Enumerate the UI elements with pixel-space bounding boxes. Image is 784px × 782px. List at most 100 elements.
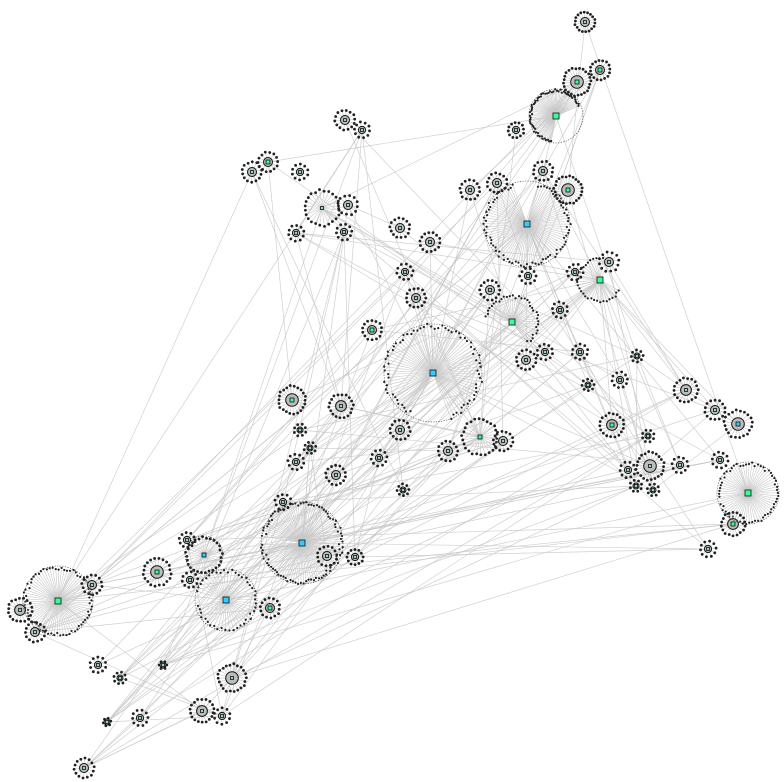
fan-edge [310, 193, 323, 209]
fan-edge [747, 492, 777, 500]
leaf-node [275, 156, 278, 159]
leaf-node [143, 577, 147, 580]
edge-line [347, 204, 401, 229]
hub-node [220, 714, 224, 718]
leaf-node [566, 274, 570, 278]
leaf-node [679, 471, 683, 475]
leaf-node [431, 231, 435, 235]
leaf-node [562, 78, 566, 82]
leaf-node [397, 485, 401, 488]
leaf-node [318, 547, 322, 551]
leaf-node [291, 167, 294, 171]
leaf-node [342, 416, 346, 420]
leaf-node [334, 463, 338, 467]
leaf-node [720, 481, 723, 484]
edge-line [162, 355, 638, 666]
leaf-node [721, 517, 725, 520]
hub-node [222, 596, 230, 604]
leaf-node [520, 366, 523, 370]
fan-edge [266, 533, 303, 544]
leaf-node [391, 348, 394, 352]
leaf-node [327, 515, 330, 518]
leaf-node [96, 655, 100, 659]
leaf-node [721, 414, 725, 418]
leaf-node [362, 136, 365, 140]
leaf-node [189, 711, 193, 715]
leaf-node [504, 430, 508, 434]
leaf-node [614, 268, 618, 272]
leaf-node [254, 598, 257, 601]
hub-node [105, 720, 109, 724]
leaf-node [332, 394, 336, 398]
fan-edge [526, 223, 536, 264]
leaf-node [169, 572, 173, 576]
fan-edge [413, 330, 434, 374]
leaf-node [735, 533, 739, 537]
leaf-node [567, 265, 571, 269]
fan-edge [499, 191, 528, 225]
leaf-node [487, 208, 491, 211]
leaf-node [265, 615, 268, 619]
fan-edge [43, 568, 59, 602]
leaf-node [672, 457, 676, 461]
leaf-node [557, 177, 561, 181]
leaf-node [168, 576, 172, 580]
leaf-node [199, 582, 202, 586]
leaf-node [23, 619, 27, 623]
leaf-node [649, 429, 653, 432]
leaf-node [521, 123, 524, 127]
leaf-node [675, 381, 679, 385]
leaf-node [370, 453, 374, 456]
leaf-node [586, 389, 590, 393]
leaf-node [598, 424, 602, 428]
leaf-node [305, 451, 309, 455]
hub-node [325, 554, 329, 558]
leaf-node [333, 523, 337, 526]
fan-edge [432, 331, 457, 374]
leaf-node [573, 23, 577, 26]
leaf-node [562, 301, 566, 305]
leaf-node [576, 93, 580, 97]
leaf-node [493, 424, 497, 428]
leaf-node [219, 560, 223, 563]
leaf-node [479, 453, 483, 457]
leaf-node [579, 11, 583, 15]
fan-edge [736, 463, 749, 494]
leaf-node [550, 189, 553, 193]
fan-edge [213, 599, 227, 627]
fan-edge [225, 584, 250, 601]
leaf-node [532, 172, 536, 176]
leaf-node [598, 262, 601, 266]
fan-edge [305, 201, 323, 209]
fan-edge [526, 198, 562, 225]
fan-edge [384, 372, 434, 383]
fan-edge [295, 542, 303, 583]
leaf-node [769, 511, 772, 514]
leaf-node [261, 543, 264, 546]
leaf-node [462, 442, 466, 446]
fan-edge [305, 207, 323, 211]
leaf-node [511, 261, 514, 265]
leaf-node [488, 188, 492, 192]
leaf-node [657, 490, 661, 493]
edge-line [344, 119, 649, 437]
edge-line [511, 321, 651, 467]
leaf-node [355, 200, 359, 204]
leaf-node [738, 513, 742, 517]
cluster-ring [528, 88, 584, 144]
leaf-node [487, 176, 491, 180]
leaf-node [366, 133, 370, 137]
leaf-node [591, 387, 594, 391]
fan-edge [722, 492, 749, 511]
fan-edge [57, 567, 62, 602]
leaf-node [508, 260, 511, 264]
edge-line [267, 161, 293, 401]
hub-node [82, 766, 86, 770]
fan-edge [301, 542, 307, 582]
fan-edge [511, 310, 534, 323]
edge-line [343, 231, 513, 323]
fan-edge [188, 548, 205, 556]
leaf-node [543, 137, 546, 140]
leaf-node [695, 392, 699, 396]
leaf-node [244, 676, 248, 680]
